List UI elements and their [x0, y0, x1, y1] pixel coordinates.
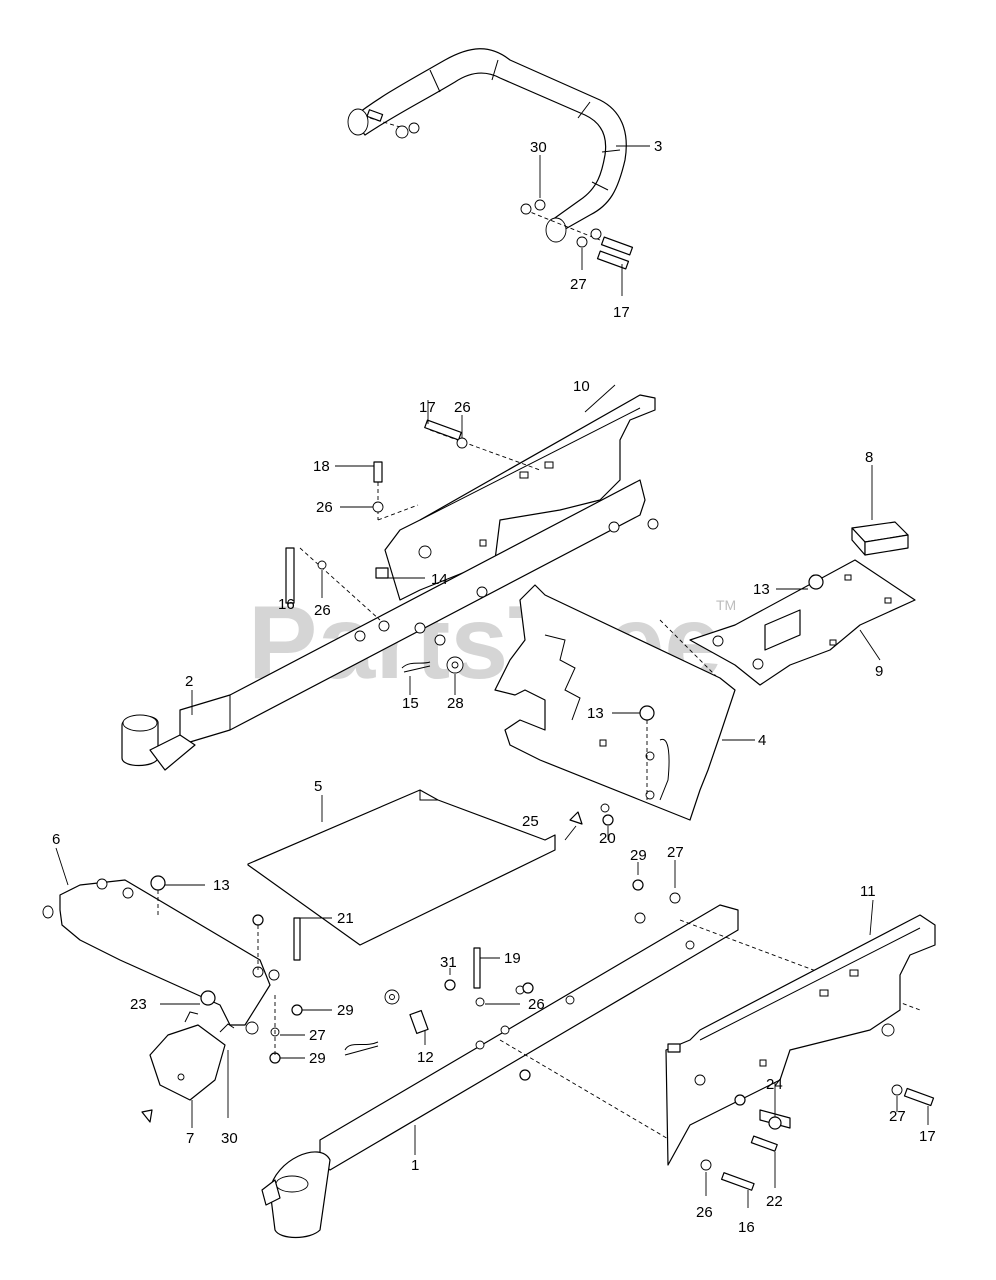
callout-13-left: 13: [213, 877, 230, 894]
callout-16-bottom: 16: [738, 1219, 755, 1236]
part-1-main-rail[interactable]: [261, 904, 739, 1239]
callout-1: 1: [411, 1157, 419, 1174]
callout-27-left: 27: [309, 1027, 326, 1044]
part-2-frame-rail[interactable]: [121, 479, 659, 771]
callout-23: 23: [130, 996, 147, 1013]
callout-15: 15: [402, 695, 419, 712]
callout-27-top: 27: [570, 276, 587, 293]
callout-13-center: 13: [587, 705, 604, 722]
callout-2: 2: [185, 673, 193, 690]
callout-14: 14: [431, 571, 448, 588]
callout-13-right: 13: [753, 581, 770, 598]
callout-22: 22: [766, 1193, 783, 1210]
callout-31: 31: [440, 954, 457, 971]
callout-10: 10: [573, 378, 590, 395]
callout-27-right: 27: [889, 1108, 906, 1125]
callout-29-left-lower: 29: [309, 1050, 326, 1067]
callout-17-top: 17: [613, 304, 630, 321]
callout-8: 8: [865, 449, 873, 466]
callout-4: 4: [758, 732, 766, 749]
bolt-17-upper: [424, 419, 462, 441]
callout-25: 25: [522, 813, 539, 830]
callout-9: 9: [875, 663, 883, 680]
callout-7: 7: [186, 1130, 194, 1147]
callout-26-mid: 26: [316, 499, 333, 516]
callout-27-top-right: 27: [667, 844, 684, 861]
callout-3: 3: [654, 138, 662, 155]
callout-26-upper: 26: [454, 399, 471, 416]
part-10-side-plate[interactable]: [384, 394, 656, 601]
callout-29-top: 29: [630, 847, 647, 864]
callout-17-upper: 17: [419, 399, 436, 416]
callout-26-left: 26: [314, 602, 331, 619]
callout-19: 19: [504, 950, 521, 967]
part-3-handle-bar[interactable]: [347, 48, 634, 270]
callout-12: 12: [417, 1049, 434, 1066]
callout-29-left-upper: 29: [337, 1002, 354, 1019]
watermark-trademark: TM: [716, 597, 736, 613]
part-5-floor-panel[interactable]: [247, 789, 556, 946]
part-7-small-bracket[interactable]: [149, 1011, 235, 1101]
callout-16-upper: 16: [278, 596, 295, 613]
callout-5: 5: [314, 778, 322, 795]
callout-26-center: 26: [528, 996, 545, 1013]
callout-30-top: 30: [530, 139, 547, 156]
callout-26-bottom: 26: [696, 1204, 713, 1221]
callout-11: 11: [860, 883, 876, 900]
callout-20: 20: [599, 830, 616, 847]
part-6-left-bracket[interactable]: [42, 878, 280, 1026]
callout-6: 6: [52, 831, 60, 848]
callout-18: 18: [313, 458, 330, 475]
callout-28: 28: [447, 695, 464, 712]
callout-30-bottom: 30: [221, 1130, 238, 1147]
callout-21: 21: [337, 910, 354, 927]
part-4-seat-bracket[interactable]: [494, 584, 736, 821]
part-11-right-side-plate[interactable]: [665, 914, 936, 1166]
callout-24: 24: [766, 1076, 783, 1093]
part-8-pad[interactable]: [851, 521, 909, 556]
callout-17-right: 17: [919, 1128, 936, 1145]
